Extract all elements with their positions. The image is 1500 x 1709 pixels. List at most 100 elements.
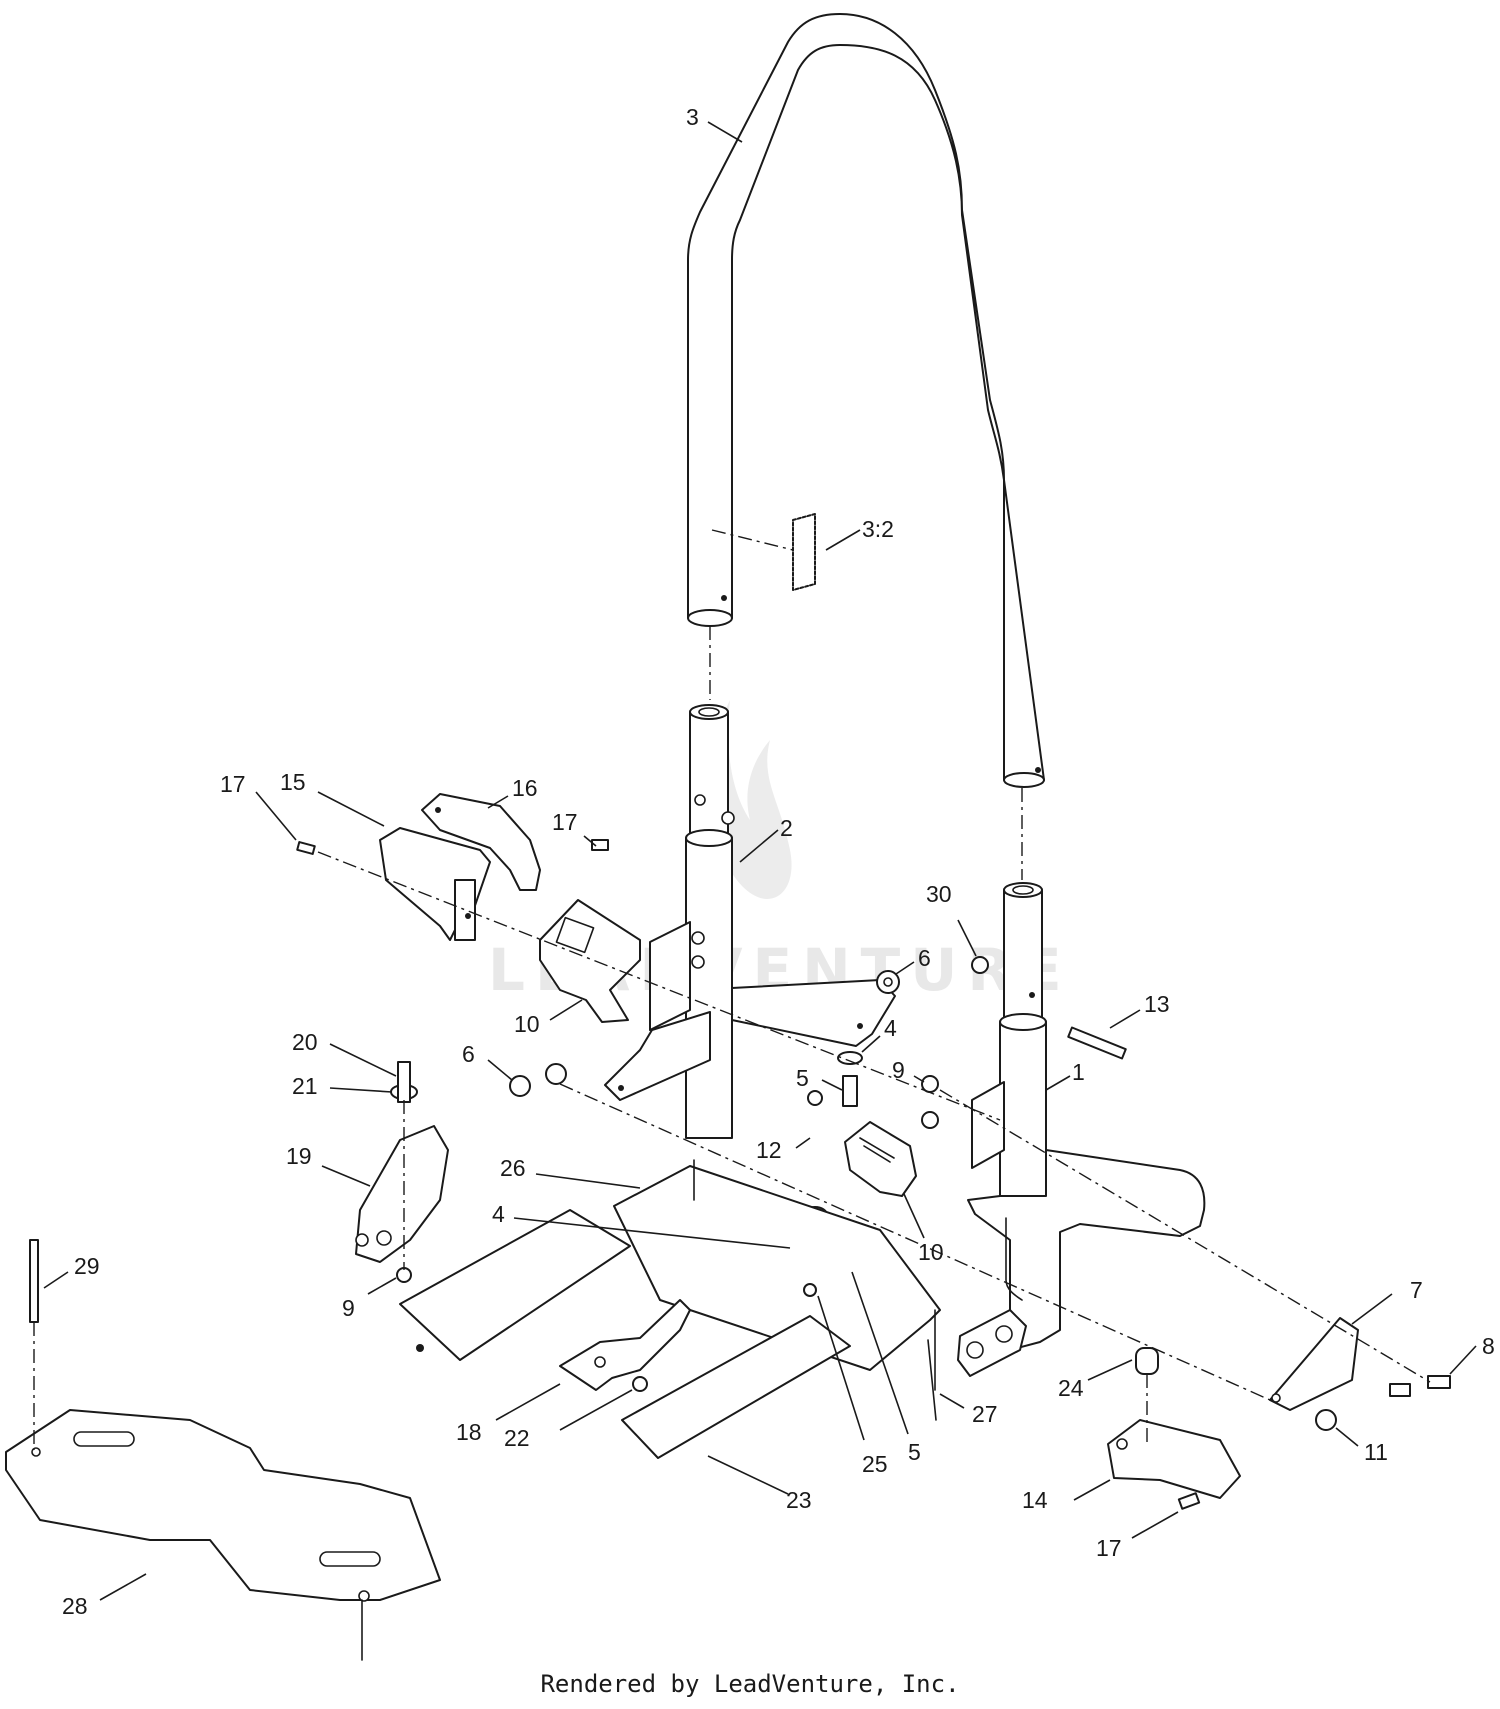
left-upright-side-plate <box>649 921 691 1031</box>
bolt-5a <box>842 1075 858 1107</box>
part-7-plate <box>1269 1317 1359 1411</box>
screw-11 <box>1315 1409 1337 1431</box>
callout-29: 29 <box>74 1253 100 1279</box>
part-17-screw-a <box>296 841 316 855</box>
callout-27: 27 <box>972 1401 998 1427</box>
callout-3-2: 3:2 <box>862 516 894 542</box>
part-18-latch <box>559 1299 691 1391</box>
nut-6a <box>876 970 900 994</box>
part-1-right-upright <box>957 882 1206 1377</box>
bracket-14-hole <box>1116 1438 1128 1450</box>
leader-30 <box>957 919 977 957</box>
left-upright-bracket-hole <box>618 1085 624 1091</box>
nut-6c <box>545 1063 567 1085</box>
part-29-bolt <box>29 1239 39 1323</box>
leader-26 <box>535 1173 641 1189</box>
leader-10a <box>549 999 583 1021</box>
left-upright-arm <box>731 979 896 1047</box>
callout-28: 28 <box>62 1593 88 1619</box>
part-6-nut-b <box>509 1063 567 1097</box>
leader-5a <box>821 1079 843 1091</box>
callout-13: 13 <box>1144 991 1170 1017</box>
nut-6b <box>509 1075 531 1097</box>
left-upright-lower-bracket <box>604 1011 711 1101</box>
callout-23: 23 <box>786 1487 812 1513</box>
pin-27 <box>927 1339 937 1421</box>
callout-19: 19 <box>286 1143 312 1169</box>
leader-6a <box>895 961 915 975</box>
part-16-bracket <box>421 793 541 891</box>
nut-12 <box>807 1090 823 1106</box>
assembly-centerlines <box>33 851 1431 1450</box>
part-9-nut-a <box>921 1075 939 1129</box>
callout-16: 16 <box>512 775 538 801</box>
leader-22 <box>559 1389 633 1431</box>
leader-18 <box>495 1383 561 1421</box>
part-10-switch-right <box>844 1121 917 1197</box>
right-base-bolt-1 <box>966 1341 984 1359</box>
left-upright-top-cap <box>689 704 729 720</box>
callout-4b: 4 <box>492 1201 505 1227</box>
callout-22: 22 <box>504 1425 530 1451</box>
nut-6a-bore <box>883 977 893 987</box>
callout-8: 8 <box>1482 1333 1495 1359</box>
right-upright-top-bore <box>1012 885 1034 895</box>
roll-bar-right-hole <box>1035 767 1041 773</box>
callout-21: 21 <box>292 1073 318 1099</box>
part-17-screw-b <box>591 839 609 851</box>
right-upright-hole <box>1029 992 1035 998</box>
footer-credit: Rendered by LeadVenture, Inc. <box>540 1670 960 1698</box>
leader-23 <box>707 1455 789 1495</box>
leader-6b <box>487 1059 513 1081</box>
callout-10b: 10 <box>918 1239 944 1265</box>
part-8-screw <box>1427 1375 1451 1389</box>
switch-10-right-grid <box>859 1137 895 1163</box>
leader-27 <box>939 1393 965 1409</box>
screw-17c <box>1177 1492 1201 1510</box>
part-10-switch-left <box>539 899 641 1023</box>
part-27-pin <box>927 1339 937 1421</box>
callout-17b: 17 <box>552 809 578 835</box>
leader-3-2 <box>825 529 861 551</box>
leader-7 <box>1351 1293 1393 1325</box>
part-5-bolt-a <box>842 1075 858 1107</box>
centerline-b <box>559 1083 1271 1401</box>
decal-label <box>792 513 816 591</box>
left-upright-lower-tube <box>685 837 733 1139</box>
bracket-14-body <box>1107 1419 1241 1499</box>
callout-2: 2 <box>780 815 793 841</box>
right-upright-lower-tube <box>999 1021 1047 1203</box>
left-upright-bolt-2 <box>691 955 705 969</box>
part-6-nut-a <box>876 970 900 994</box>
washer-4a <box>837 1051 863 1065</box>
bracket-15-tab <box>454 879 476 941</box>
part-22-plug <box>632 1376 648 1392</box>
part-11-screw <box>1315 1409 1337 1431</box>
part-3-2-decal <box>711 513 816 591</box>
right-upright-top-tube <box>1003 889 1043 1026</box>
callout-30: 30 <box>926 881 952 907</box>
decal-centerline <box>711 529 794 551</box>
roll-bar-left-hole <box>721 595 727 601</box>
right-upright-collar <box>999 1013 1047 1031</box>
leader-4a <box>861 1035 881 1053</box>
spacer-plate-28 <box>5 1409 441 1601</box>
part-9-nut-c <box>396 1267 412 1283</box>
callout-5a: 5 <box>796 1065 809 1091</box>
leader-21 <box>329 1087 393 1093</box>
plate-7-body <box>1269 1317 1359 1411</box>
callout-18: 18 <box>456 1419 482 1445</box>
right-upright-plate <box>971 1081 1005 1169</box>
leader-24 <box>1087 1359 1133 1381</box>
pad-23-stud <box>416 1344 424 1352</box>
callout-7: 7 <box>1410 1277 1423 1303</box>
part-14-bracket <box>1107 1419 1241 1510</box>
leader-28 <box>99 1573 147 1601</box>
latch-18-hole <box>594 1356 606 1368</box>
switch-10-right-body <box>844 1121 917 1197</box>
left-upright-bolt-1 <box>691 931 705 945</box>
callout-15: 15 <box>280 769 306 795</box>
left-upright-bolt-4 <box>694 794 706 806</box>
part-13-pin <box>1067 1026 1127 1060</box>
